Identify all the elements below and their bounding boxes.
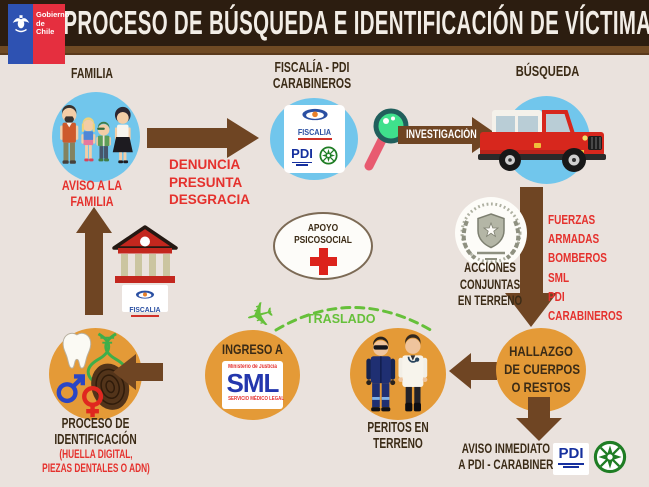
gobierno-de-chile-logo: Gobierno de Chile [8,4,69,64]
female-symbol-icon [82,385,104,418]
forensic-experts-icon [366,334,428,412]
military-seal-icon [460,202,522,264]
sml-service-text: SERVICIO MÉDICO LEGAL [228,396,285,402]
arrow-investigacion [398,117,498,153]
carabineros-emblem-icon [593,440,627,474]
acciones-conjuntas-caption: ACCIONES CONJUNTAS EN TERRENO [457,259,523,308]
denuncia-label: DENUNCIA PRESUNTA DESGRACIA [169,157,251,207]
agencies-list: FUERZAS ARMADAS BOMBEROS SML PDI CARABIN… [548,211,636,326]
gov-logo-text: Gobierno de Chile [33,4,69,64]
hallazgo-label: HALLAZGO DE CUERPOS O RESTOS [504,343,581,395]
family-icon [60,104,133,164]
peritos-node [350,328,446,420]
hallazgo-node: HALLAZGO DE CUERPOS O RESTOS [496,328,586,412]
arrow-denuncia [147,118,259,158]
agency-item: FUERZAS ARMADAS [548,213,600,247]
arrow-proceso-to-familia [76,207,112,315]
ingreso-label: INGRESO A [222,341,283,357]
fiscalia-building-logo: FISCALIA [122,285,168,317]
male-symbol-icon [56,374,85,404]
familia-node [52,92,140,182]
arrow-ingreso-to-proceso [113,354,163,390]
fiscalia-logo-text: FISCALIA [297,127,332,137]
agency-item: CARABINEROS [548,309,623,324]
investigacion-label: INVESTIGACIÓN [405,129,477,141]
proceso-subcaption: (HUELLA DIGITAL, PIEZAS DENTALES O ADN) [42,449,150,475]
agency-item: SML [548,270,570,285]
busqueda-title: BÚSQUEDA [515,63,580,80]
sml-logo-box: Ministerio de Justicia SML SERVICIO MÉDI… [222,361,285,409]
apoyo-label: APOYO PSICOSOCIAL [294,222,352,246]
proceso-caption: PROCESO DE IDENTIFICACIÓN [54,416,137,448]
traslado-label: TRASLADO [306,312,376,326]
tooth-icon [62,332,92,369]
arrow-hallazgo-to-aviso [516,397,562,441]
fiscalia-pdi-node: FISCALIA PDI [270,98,358,180]
chile-coat-of-arms-icon [8,4,33,64]
header-bar [0,0,649,46]
aviso-inmediato-caption: AVISO INMEDIATO A PDI - CARABINEROS [458,441,568,472]
familia-title: FAMILIA [71,65,113,82]
red-cross-icon [310,248,337,275]
pdi-logo: PDI [291,146,313,166]
sml-logo-text: SML [226,368,280,398]
proceso-identificacion-node [49,328,142,420]
sml-ministry-text: Ministerio de Justicia [228,364,277,370]
fiscalia-pdi-title: FISCALÍA - PDI CARABINEROS [272,59,352,92]
header-stripe [0,46,649,55]
apoyo-psicosocial-node: APOYO PSICOSOCIAL [273,212,373,280]
fiscalia-eye-icon [136,290,154,299]
fiscalia-building-icon [112,225,178,283]
aviso-familia-caption: AVISO A LA FAMILIA [61,178,123,209]
traslado-dashed-path [274,306,436,334]
page-title: PROCESO DE BÚSQUEDA E IDENTIFICACIÓN DE … [63,4,649,41]
ingreso-sml-node: INGRESO A Ministerio de Justicia SML SER… [205,330,300,420]
arrow-hallazgo-to-peritos [449,353,497,389]
estado-mayor-seal-node [455,197,527,269]
fiscalia-logo-text: FISCALIA [129,305,161,314]
agency-item: BOMBEROS [548,251,607,266]
pdi-logo: PDI [553,443,589,475]
jeep-icon [478,110,606,172]
peritos-caption: PERITOS EN TERRENO [367,420,429,452]
arrow-busqueda-to-hallazgo [505,187,557,327]
agency-item: PDI [548,289,565,304]
carabineros-emblem-icon [319,146,338,165]
fiscalia-eye-icon [301,108,328,121]
fiscalia-logo-tagline [297,138,332,140]
fiscalia-pdi-logos-box: FISCALIA PDI [284,105,345,173]
